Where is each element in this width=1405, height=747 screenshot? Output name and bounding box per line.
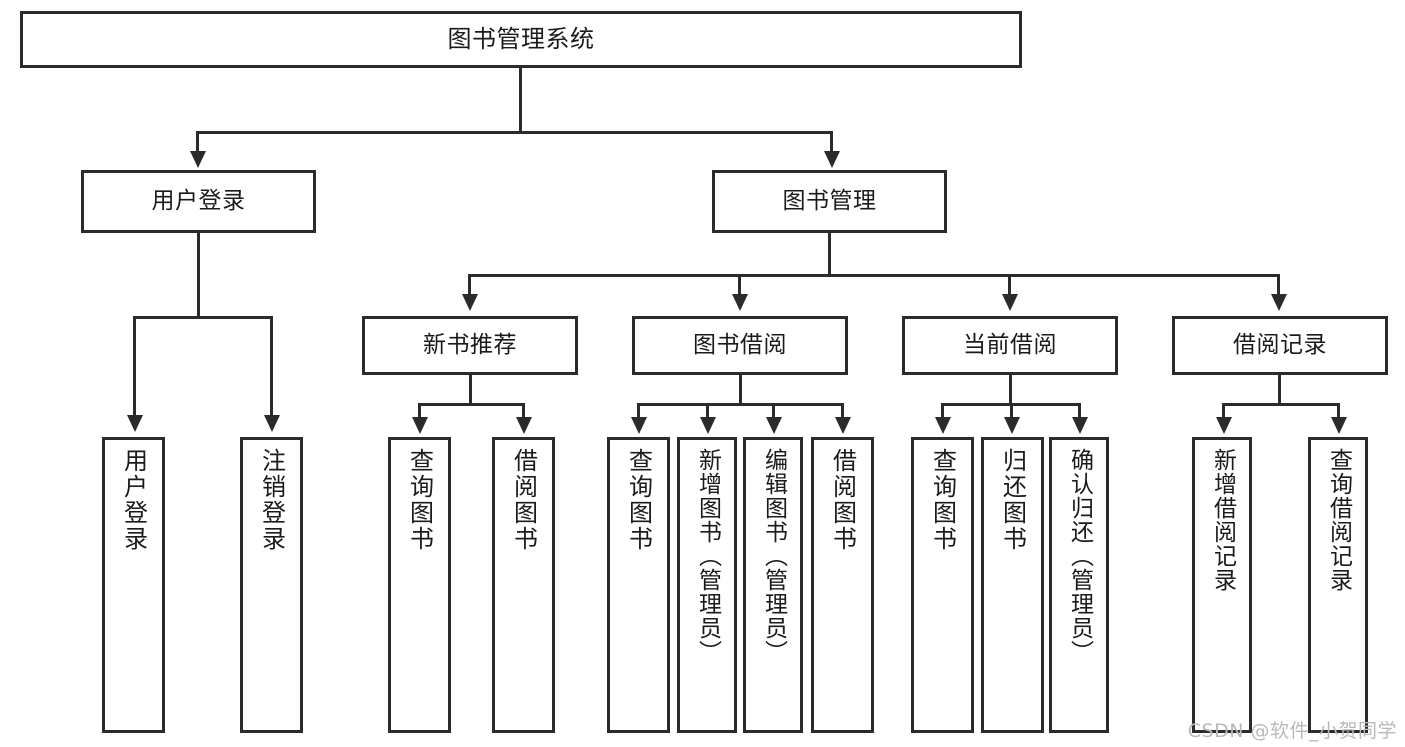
connector-book-borrow-stem bbox=[739, 375, 742, 404]
node-label: 新书推荐 bbox=[423, 331, 517, 358]
node-label: 查询借阅记录 bbox=[1325, 448, 1352, 592]
node-label: 当前借阅 bbox=[963, 331, 1057, 358]
connector-current-borrow-stem bbox=[1009, 375, 1012, 404]
node-label: 编辑图书（管理员） bbox=[760, 448, 787, 664]
connector-new-book-bus bbox=[418, 403, 525, 406]
node-book-borrow[interactable]: 图书借阅 bbox=[632, 316, 848, 375]
arrow-to-user-login bbox=[190, 151, 206, 168]
leaf-book-borrow-add[interactable]: 新增图书（管理员） bbox=[677, 437, 737, 733]
node-label: 用户登录 bbox=[119, 448, 148, 552]
connector-current-borrow-drop-3 bbox=[1078, 403, 1081, 419]
connector-to-book-borrow bbox=[738, 274, 741, 296]
connector-book-borrow-drop-4 bbox=[841, 403, 844, 419]
arrow-book-borrow-leaf-1 bbox=[631, 417, 647, 434]
node-current-borrow[interactable]: 当前借阅 bbox=[902, 316, 1118, 375]
arrow-book-borrow-leaf-3 bbox=[766, 417, 782, 434]
connector-user-login-bus bbox=[133, 316, 273, 319]
connector-book-borrow-drop-1 bbox=[637, 403, 640, 419]
node-label: 用户登录 bbox=[151, 187, 246, 214]
arrow-new-book-leaf-1 bbox=[412, 417, 428, 434]
connector-borrow-record-stem bbox=[1278, 375, 1281, 404]
arrow-current-borrow-leaf-3 bbox=[1072, 417, 1088, 434]
node-label: 新增图书（管理员） bbox=[694, 448, 721, 664]
connector-book-borrow-drop-3 bbox=[772, 403, 775, 419]
connector-book-manage-bus bbox=[468, 274, 1280, 277]
node-label: 借阅图书 bbox=[509, 448, 538, 552]
node-label: 查询图书 bbox=[405, 448, 434, 552]
arrow-to-borrow-record bbox=[1271, 294, 1287, 311]
node-new-book-recommend[interactable]: 新书推荐 bbox=[362, 316, 578, 375]
connector-root-stem bbox=[519, 68, 522, 132]
node-borrow-record[interactable]: 借阅记录 bbox=[1172, 316, 1388, 375]
leaf-book-borrow-edit[interactable]: 编辑图书（管理员） bbox=[743, 437, 803, 733]
arrow-borrow-record-leaf-2 bbox=[1331, 417, 1347, 434]
arrow-borrow-record-leaf-1 bbox=[1216, 417, 1232, 434]
connector-user-login-stem bbox=[197, 233, 200, 317]
connector-book-manage-stem bbox=[828, 233, 831, 275]
node-label: 归还图书 bbox=[998, 448, 1027, 552]
node-label: 新增借阅记录 bbox=[1209, 448, 1236, 592]
node-label: 图书管理系统 bbox=[447, 25, 595, 54]
connector-book-borrow-drop-2 bbox=[706, 403, 709, 419]
arrow-user-login-leaf-2 bbox=[264, 415, 280, 432]
arrow-book-borrow-leaf-4 bbox=[835, 417, 851, 434]
leaf-book-borrow-borrow[interactable]: 借阅图书 bbox=[811, 437, 874, 733]
connector-user-login-drop-2 bbox=[270, 316, 273, 417]
connector-root-bus bbox=[196, 131, 833, 134]
leaf-borrow-record-query[interactable]: 查询借阅记录 bbox=[1308, 437, 1368, 733]
arrow-new-book-leaf-2 bbox=[516, 417, 532, 434]
node-user-login[interactable]: 用户登录 bbox=[81, 170, 316, 233]
connector-new-book-drop-2 bbox=[522, 403, 525, 419]
connector-to-new-book bbox=[468, 274, 471, 296]
connector-new-book-drop-1 bbox=[418, 403, 421, 419]
leaf-current-borrow-confirm-return[interactable]: 确认归还（管理员） bbox=[1049, 437, 1109, 733]
connector-borrow-record-bus bbox=[1222, 403, 1340, 406]
arrow-current-borrow-leaf-1 bbox=[935, 417, 951, 434]
node-label: 查询图书 bbox=[928, 448, 957, 552]
connector-new-book-stem bbox=[469, 375, 472, 404]
leaf-book-borrow-query[interactable]: 查询图书 bbox=[607, 437, 670, 733]
arrow-to-current-borrow bbox=[1002, 294, 1018, 311]
node-label: 借阅图书 bbox=[828, 448, 857, 552]
node-label: 查询图书 bbox=[624, 448, 653, 552]
arrow-book-borrow-leaf-2 bbox=[700, 417, 716, 434]
node-label: 图书借阅 bbox=[693, 331, 787, 358]
node-label: 确认归还（管理员） bbox=[1066, 448, 1093, 664]
leaf-current-borrow-query[interactable]: 查询图书 bbox=[911, 437, 974, 733]
connector-to-borrow-record bbox=[1277, 274, 1280, 296]
connector-user-login-drop-1 bbox=[133, 316, 136, 417]
node-book-management[interactable]: 图书管理 bbox=[712, 170, 947, 233]
leaf-user-login-logout[interactable]: 注销登录 bbox=[240, 437, 303, 733]
arrow-to-book-borrow bbox=[732, 294, 748, 311]
leaf-user-login-login[interactable]: 用户登录 bbox=[102, 437, 165, 733]
connector-to-user-login bbox=[196, 131, 199, 153]
connector-to-book-manage bbox=[830, 131, 833, 153]
arrow-to-new-book bbox=[462, 294, 478, 311]
connector-current-borrow-drop-1 bbox=[941, 403, 944, 419]
leaf-new-book-query[interactable]: 查询图书 bbox=[388, 437, 451, 733]
node-root-system[interactable]: 图书管理系统 bbox=[20, 11, 1022, 68]
connector-borrow-record-drop-1 bbox=[1222, 403, 1225, 419]
leaf-borrow-record-add[interactable]: 新增借阅记录 bbox=[1192, 437, 1252, 733]
leaf-current-borrow-return[interactable]: 归还图书 bbox=[981, 437, 1044, 733]
connector-book-borrow-bus bbox=[637, 403, 844, 406]
node-label: 注销登录 bbox=[257, 448, 286, 552]
arrow-current-borrow-leaf-2 bbox=[1004, 417, 1020, 434]
connector-current-borrow-drop-2 bbox=[1010, 403, 1013, 419]
connector-to-current-borrow bbox=[1008, 274, 1011, 296]
leaf-new-book-borrow[interactable]: 借阅图书 bbox=[492, 437, 555, 733]
connector-borrow-record-drop-2 bbox=[1337, 403, 1340, 419]
arrow-to-book-manage bbox=[824, 151, 840, 168]
node-label: 借阅记录 bbox=[1233, 331, 1327, 358]
arrow-user-login-leaf-1 bbox=[127, 415, 143, 432]
node-label: 图书管理 bbox=[782, 187, 877, 214]
